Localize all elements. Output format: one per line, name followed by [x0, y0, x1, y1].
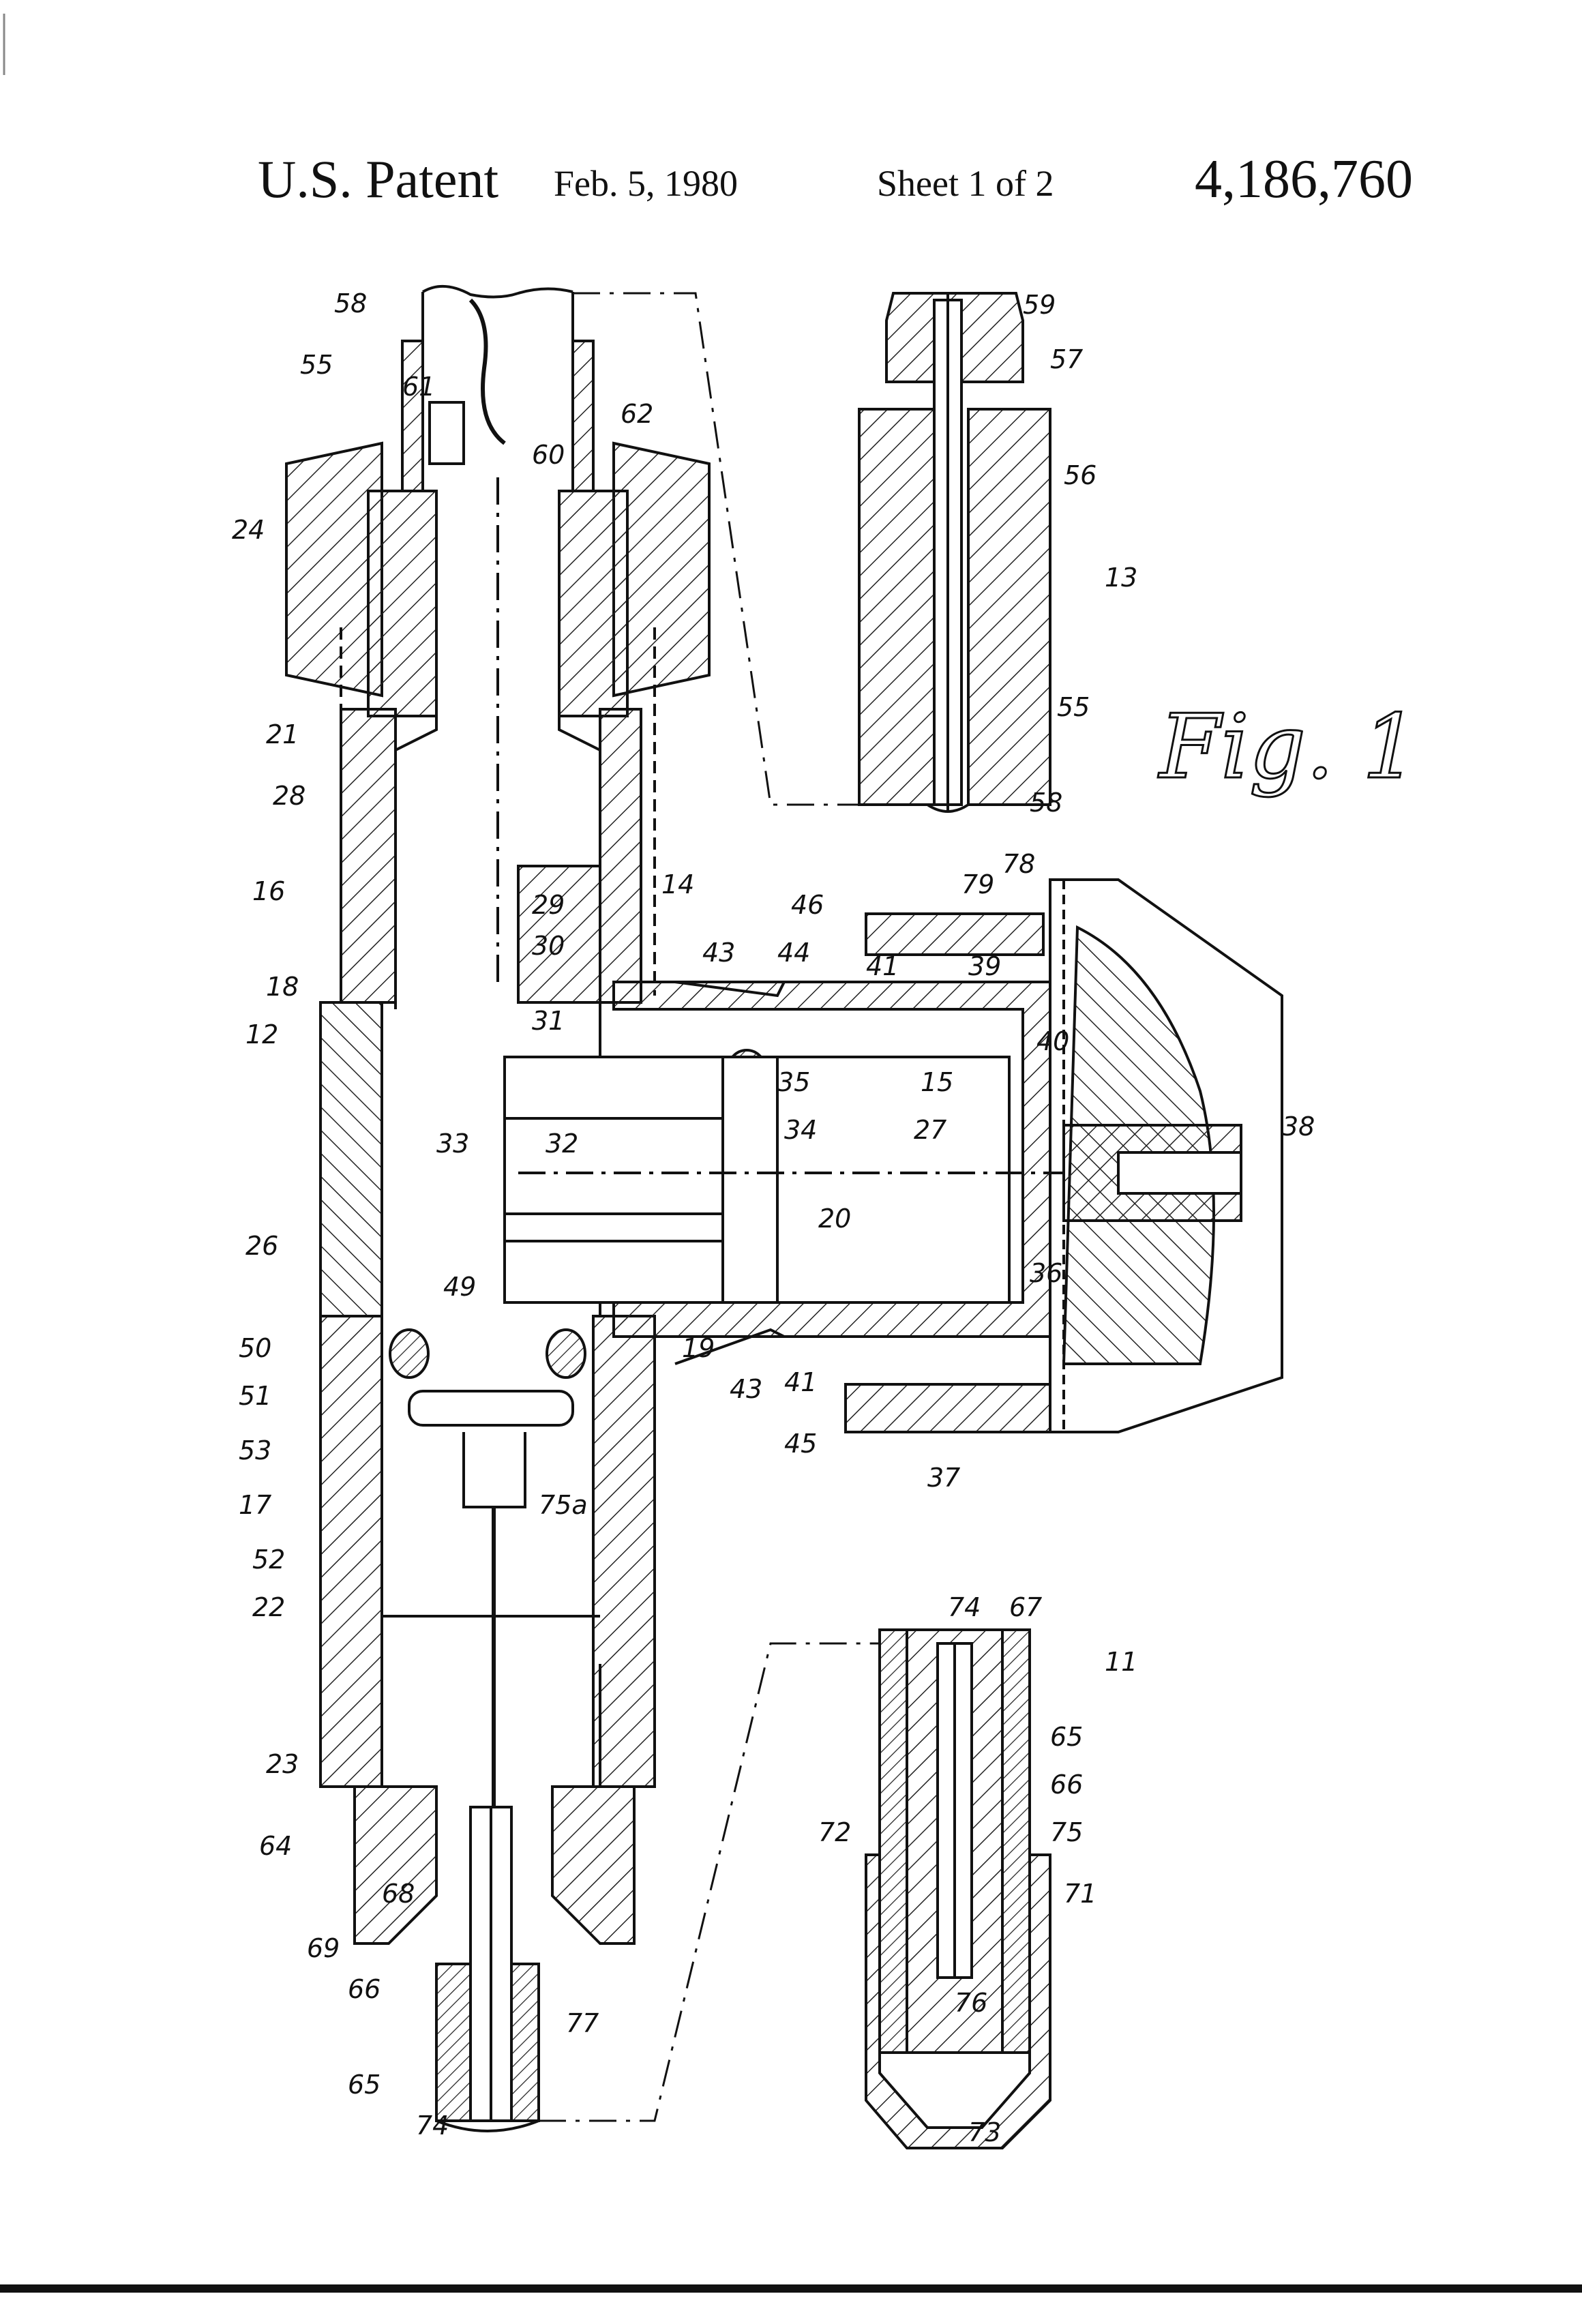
label-12: 12: [245, 1019, 278, 1049]
label-68: 68: [382, 1879, 415, 1909]
label-41b: 41: [784, 1367, 817, 1397]
label-74a: 74: [416, 2111, 449, 2141]
label-22: 22: [252, 1592, 285, 1622]
label-35: 35: [777, 1067, 810, 1097]
label-65a: 65: [348, 2070, 380, 2100]
label-29: 29: [532, 890, 565, 920]
label-76: 76: [955, 1988, 987, 2018]
label-62: 62: [621, 399, 653, 429]
label-45: 45: [784, 1429, 817, 1459]
label-66a: 66: [348, 1974, 380, 2004]
label-74b: 74: [948, 1592, 981, 1622]
label-18: 18: [266, 972, 299, 1002]
label-79: 79: [961, 869, 994, 899]
callout-leaders: [539, 292, 880, 2122]
label-46: 46: [791, 890, 824, 920]
label-69: 69: [307, 1933, 340, 1963]
label-43b: 43: [730, 1374, 762, 1404]
patent-header-title: U.S. Patent: [258, 149, 499, 209]
sheet-number: Sheet 1 of 2: [877, 163, 1054, 204]
inset-detail-13: [858, 292, 1051, 813]
main-injector-assembly: [285, 284, 1283, 2132]
label-20: 20: [818, 1204, 851, 1234]
label-23: 23: [266, 1749, 299, 1779]
label-57: 57: [1050, 344, 1083, 374]
patent-date: Feb. 5, 1980: [554, 163, 738, 204]
label-64: 64: [259, 1831, 292, 1861]
label-75: 75: [1050, 1817, 1083, 1847]
label-71: 71: [1064, 1879, 1096, 1909]
label-59: 59: [1023, 290, 1056, 320]
label-13: 13: [1105, 563, 1137, 593]
label-16: 16: [252, 876, 285, 906]
label-43a: 43: [702, 938, 735, 968]
label-14: 14: [661, 869, 694, 899]
label-21: 21: [266, 719, 299, 749]
bottom-border: [0, 2284, 1582, 2293]
label-34: 34: [784, 1115, 817, 1145]
label-24: 24: [232, 515, 265, 545]
label-11: 11: [1105, 1647, 1137, 1677]
label-78: 78: [1002, 849, 1035, 879]
label-53: 53: [239, 1435, 271, 1465]
label-49: 49: [443, 1272, 476, 1302]
label-56: 56: [1064, 460, 1096, 490]
label-50: 50: [239, 1333, 271, 1363]
label-55b: 55: [1057, 692, 1090, 722]
label-32: 32: [546, 1129, 578, 1159]
label-33: 33: [436, 1129, 469, 1159]
label-17: 17: [239, 1490, 271, 1520]
figure-label: Fig. 1: [1158, 695, 1418, 799]
label-52: 52: [252, 1545, 285, 1575]
label-55a: 55: [300, 350, 333, 380]
label-61: 61: [402, 372, 435, 402]
patent-number: 4,186,760: [1195, 149, 1413, 209]
label-38: 38: [1282, 1112, 1315, 1142]
label-15: 15: [921, 1067, 953, 1097]
label-39: 39: [968, 951, 1001, 981]
label-67: 67: [1009, 1592, 1042, 1622]
label-72: 72: [818, 1817, 851, 1847]
label-37: 37: [927, 1463, 960, 1493]
label-28: 28: [273, 781, 305, 811]
label-30: 30: [532, 931, 565, 961]
inset-detail-11: [865, 1628, 1051, 2149]
label-60: 60: [532, 440, 565, 470]
label-73: 73: [968, 2117, 1001, 2147]
label-40: 40: [1036, 1026, 1069, 1056]
label-77: 77: [566, 2008, 599, 2038]
label-58a: 58: [334, 288, 367, 318]
label-26: 26: [245, 1231, 278, 1261]
label-44: 44: [777, 938, 810, 968]
label-66b: 66: [1050, 1770, 1083, 1800]
label-19: 19: [682, 1333, 715, 1363]
label-65b: 65: [1050, 1722, 1083, 1752]
label-31: 31: [532, 1006, 565, 1036]
label-58b: 58: [1030, 788, 1062, 818]
reference-labels: 58 55 61 60 62 24 21 28 16 29 30 14 18 1…: [232, 288, 1315, 2147]
label-27: 27: [914, 1115, 946, 1145]
label-41a: 41: [866, 951, 899, 981]
label-36: 36: [1030, 1258, 1062, 1288]
label-75a: 75a: [539, 1490, 588, 1520]
label-51: 51: [239, 1381, 271, 1411]
